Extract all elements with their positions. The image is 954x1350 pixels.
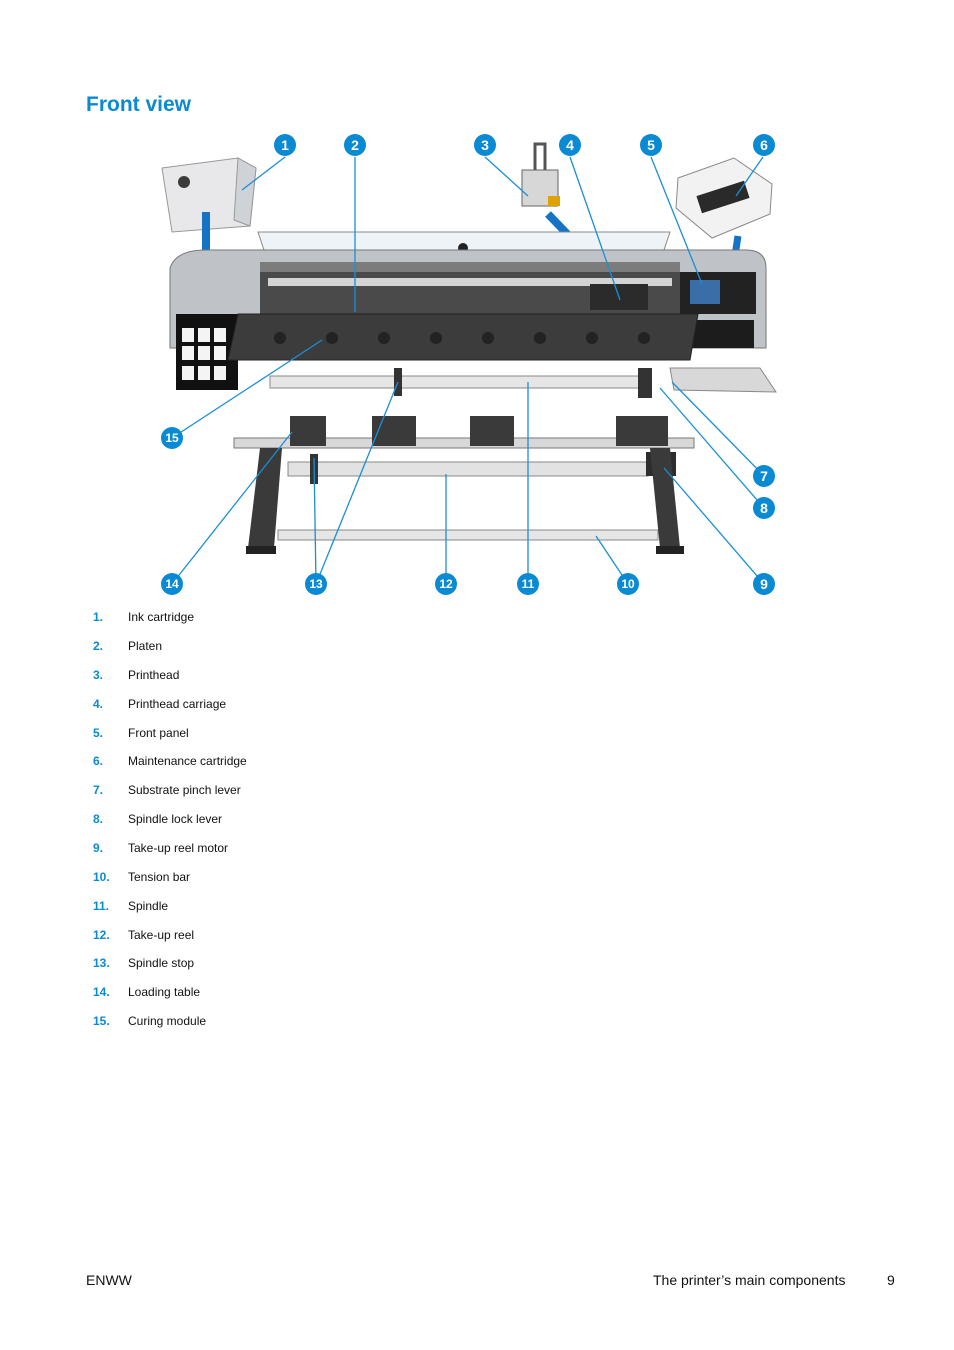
legend-number: 13. (93, 956, 110, 970)
legend-label: Printhead (128, 668, 180, 682)
footer-left-label: ENWW (86, 1272, 132, 1288)
legend-number: 14. (93, 985, 110, 999)
legend-number: 9. (93, 841, 104, 855)
callout-8: 8 (753, 497, 775, 519)
legend-number: 8. (93, 812, 104, 826)
footer-section-title: The printer’s main components (653, 1272, 846, 1288)
legend-label: Tension bar (128, 870, 191, 884)
maintenance-cartridge-illustration (675, 157, 773, 239)
callout-15: 15 (161, 427, 183, 449)
legend-number: 4. (93, 697, 104, 711)
legend-label: Front panel (128, 726, 189, 740)
callout-5: 5 (640, 134, 662, 156)
callout-14: 14 (161, 573, 183, 595)
callout-4: 4 (559, 134, 581, 156)
legend-number: 10. (93, 870, 110, 884)
legend-label: Take-up reel motor (128, 841, 229, 855)
page-number: 9 (887, 1272, 895, 1288)
printhead-illustration (521, 142, 560, 207)
callout-11: 11 (517, 573, 539, 595)
legend-number: 2. (93, 639, 104, 653)
page-title: Front view (86, 93, 192, 116)
legend-label: Printhead carriage (128, 697, 227, 711)
legend-label: Ink cartridge (128, 610, 195, 624)
legend-number: 3. (93, 668, 104, 682)
legend-label: Spindle stop (128, 956, 195, 970)
legend-number: 5. (93, 726, 104, 740)
ink-cartridge-illustration (161, 157, 257, 233)
callout-2: 2 (344, 134, 366, 156)
legend-label: Platen (128, 639, 163, 653)
legend-number: 12. (93, 928, 110, 942)
legend-number: 7. (93, 783, 104, 797)
callout-6: 6 (753, 134, 775, 156)
legend-label: Spindle lock lever (128, 812, 223, 826)
legend-number: 11. (93, 899, 110, 913)
callout-3: 3 (474, 134, 496, 156)
callout-10: 10 (617, 573, 639, 595)
callout-1: 1 (274, 134, 296, 156)
callout-13: 13 (305, 573, 327, 595)
legend-number: 6. (93, 754, 104, 768)
legend-label: Curing module (128, 1014, 207, 1028)
legend-label: Maintenance cartridge (128, 754, 247, 768)
printer-illustration (161, 142, 777, 554)
legend-label: Substrate pinch lever (128, 783, 241, 797)
legend-label: Take-up reel (128, 928, 195, 942)
legend-label: Loading table (128, 985, 201, 999)
callout-9: 9 (753, 573, 775, 595)
legend-number: 15. (93, 1014, 110, 1028)
callout-12: 12 (435, 573, 457, 595)
legend-number: 1. (93, 610, 104, 624)
legend-label: Spindle (128, 899, 169, 913)
callout-7: 7 (753, 465, 775, 487)
